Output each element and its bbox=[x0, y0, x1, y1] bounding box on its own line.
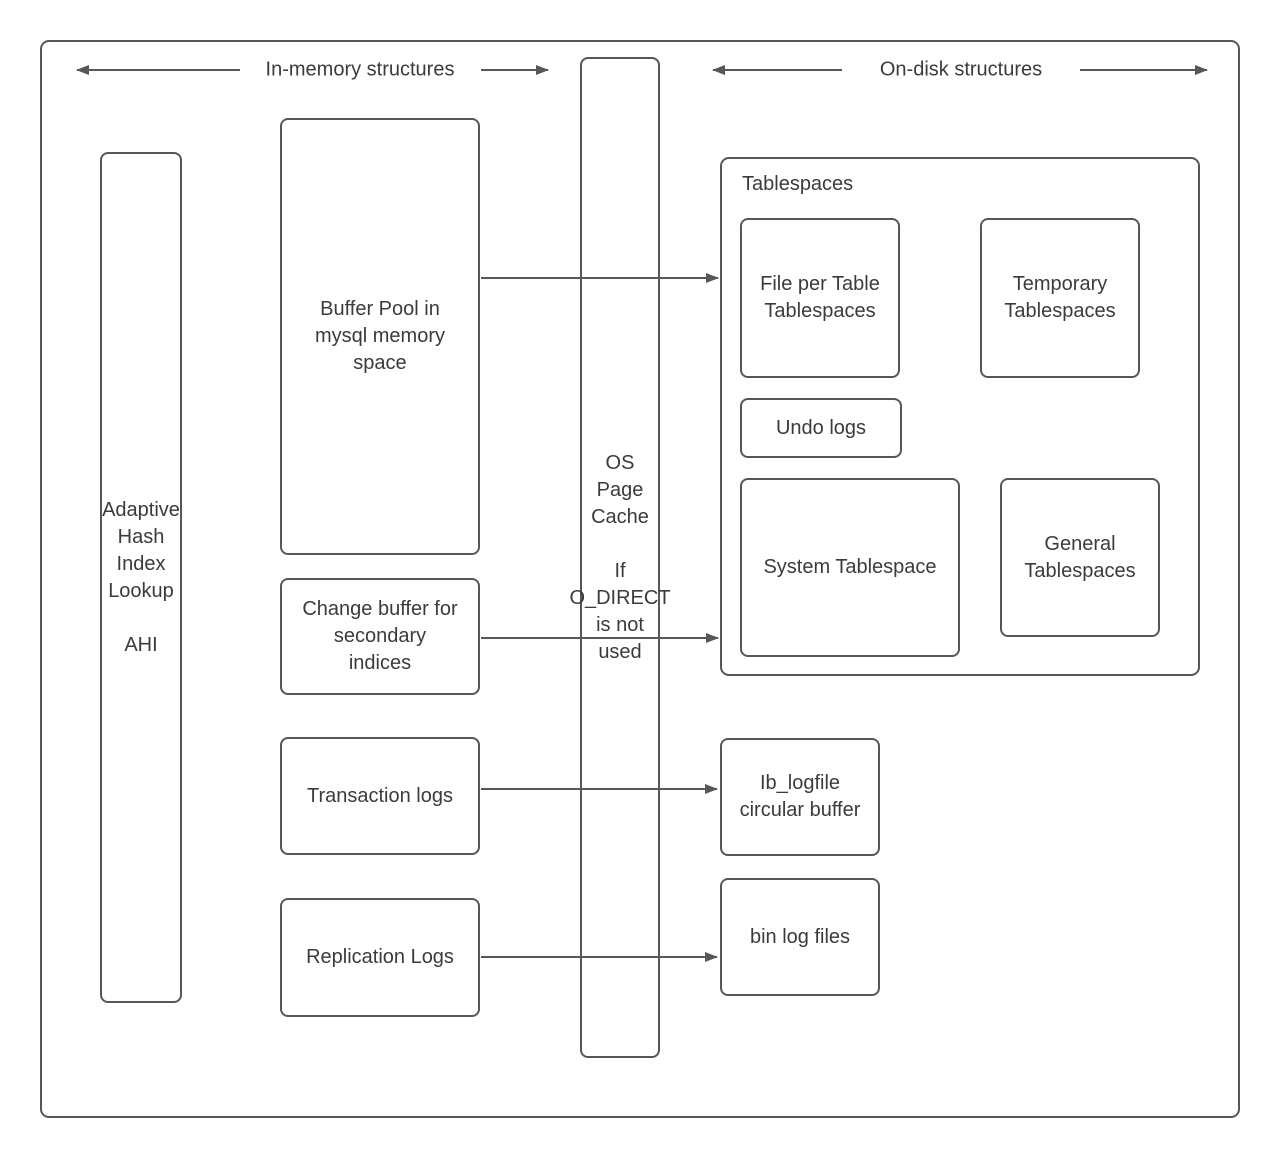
outer-frame bbox=[40, 40, 1240, 1118]
node-os-page-cache: OS Page Cache If O_DIRECT is not used bbox=[569, 57, 671, 1058]
node-temporary-tablespaces: Temporary Tablespaces bbox=[980, 218, 1140, 378]
node-change-buffer: Change buffer for secondary indices bbox=[280, 578, 480, 695]
node-file-per-table-tablespaces: File per Table Tablespaces bbox=[740, 218, 900, 378]
node-adaptive-hash-index: Adaptive Hash Index Lookup AHI bbox=[100, 152, 182, 1003]
node-ib-logfile-circular-buffer: Ib_logfile circular buffer bbox=[720, 738, 880, 856]
tablespaces-container: Tablespaces File per Table Tablespaces T… bbox=[720, 157, 1200, 676]
header-in-memory-structures: In-memory structures bbox=[265, 58, 455, 81]
node-buffer-pool: Buffer Pool in mysql memory space bbox=[280, 118, 480, 555]
node-bin-log-files: bin log files bbox=[720, 878, 880, 996]
node-undo-logs: Undo logs bbox=[740, 398, 902, 458]
node-general-tablespaces: General Tablespaces bbox=[1000, 478, 1160, 637]
header-on-disk-structures: On-disk structures bbox=[879, 58, 1043, 81]
node-replication-logs: Replication Logs bbox=[280, 898, 480, 1017]
node-system-tablespace: System Tablespace bbox=[740, 478, 960, 657]
node-transaction-logs: Transaction logs bbox=[280, 737, 480, 855]
tablespaces-title: Tablespaces bbox=[742, 173, 854, 195]
